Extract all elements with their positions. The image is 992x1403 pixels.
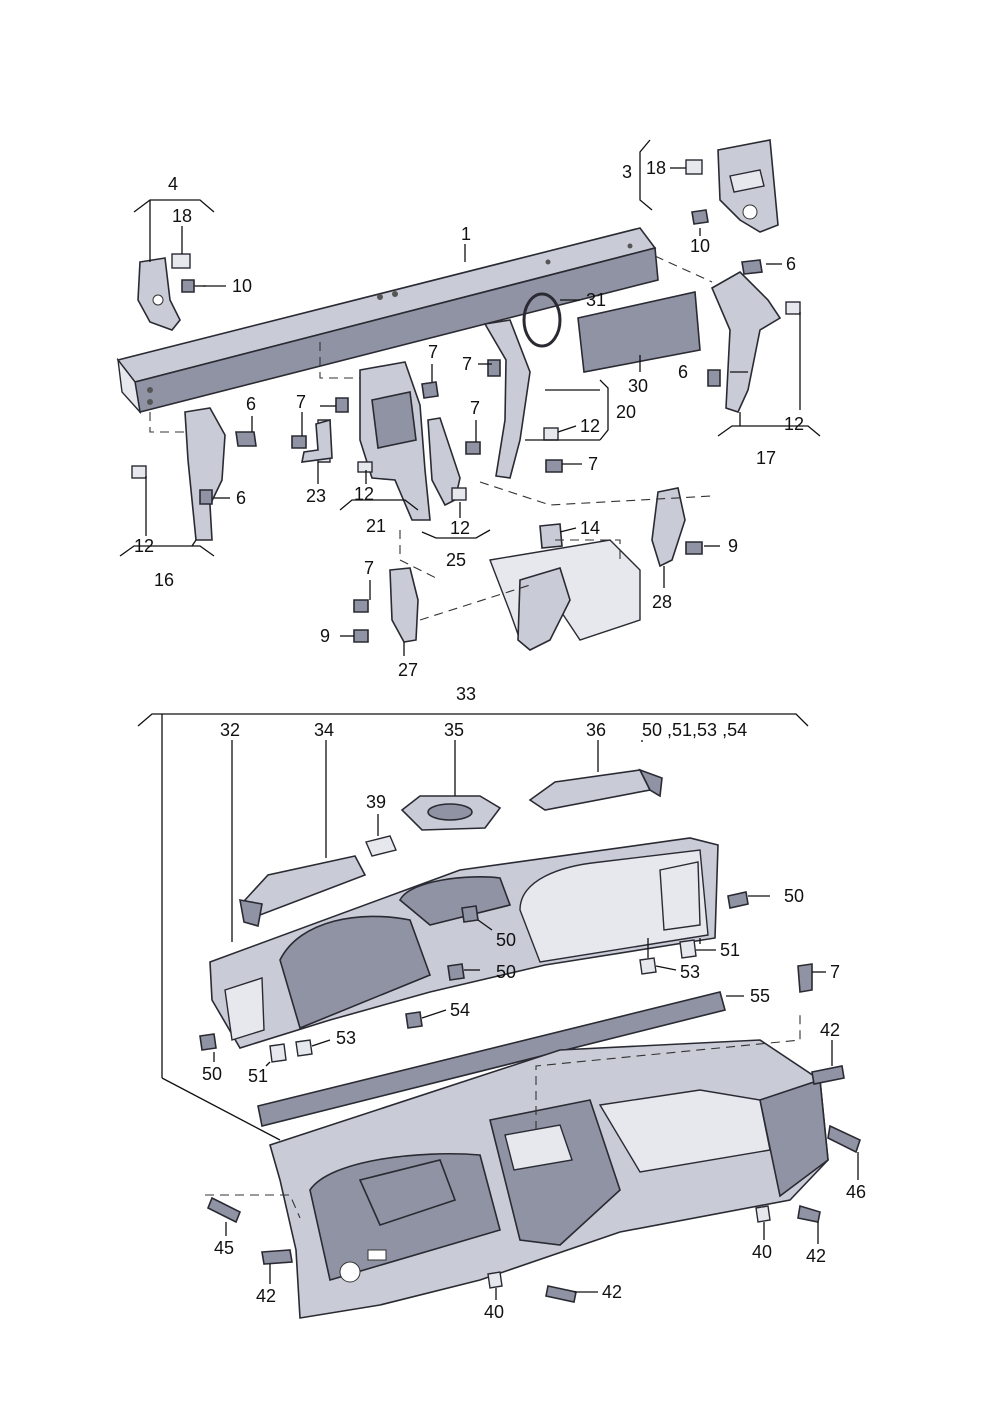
trim-strip-part	[257, 991, 726, 1127]
cross-member-part	[116, 227, 659, 415]
label-55: 55	[750, 986, 770, 1006]
label-4: 4	[168, 174, 178, 194]
label-18-left: 18	[172, 206, 192, 226]
label-42-d: 42	[602, 1282, 622, 1302]
label-6-left: 6	[246, 394, 256, 414]
label-32: 32	[220, 720, 240, 740]
label-51-a: 51	[720, 940, 740, 960]
bracket-25-part	[427, 417, 481, 507]
label-7-lower: 7	[830, 962, 840, 982]
label-50-c: 50	[496, 962, 516, 982]
label-12-b: 12	[784, 414, 804, 434]
label-50-b: 50	[496, 930, 516, 950]
label-7-d: 7	[470, 398, 480, 418]
dashboard-main-part	[269, 1039, 829, 1319]
label-42-a: 42	[820, 1020, 840, 1040]
label-12-d: 12	[354, 484, 374, 504]
label-39: 39	[366, 792, 386, 812]
label-3: 3	[622, 162, 632, 182]
clip-ring-part	[522, 292, 562, 348]
label-28: 28	[652, 592, 672, 612]
label-14: 14	[580, 518, 600, 538]
label-12-a: 12	[580, 416, 600, 436]
label-9-left: 9	[320, 626, 330, 646]
bracket-27-part	[353, 567, 419, 643]
label-10-left: 10	[232, 276, 252, 296]
panel-trim-part	[209, 837, 719, 1049]
label-53-a: 53	[680, 962, 700, 982]
label-23: 23	[306, 486, 326, 506]
label-51-b: 51	[248, 1066, 268, 1086]
label-17: 17	[756, 448, 776, 468]
bracket-16-part	[131, 407, 257, 541]
label-6-lower-left: 6	[236, 488, 246, 508]
label-50-d: 50	[202, 1064, 222, 1084]
label-33: 33	[456, 684, 476, 704]
label-18-right: 18	[646, 158, 666, 178]
label-7-e: 7	[588, 454, 598, 474]
air-vent-35-part	[400, 795, 502, 831]
label-30: 30	[628, 376, 648, 396]
fasteners-lower	[199, 891, 861, 1303]
label-53-b: 53	[336, 1028, 356, 1048]
label-25: 25	[446, 550, 466, 570]
label-46: 46	[846, 1182, 866, 1202]
bracket-left-part	[137, 253, 206, 331]
part-number-labels: 1 3 4 18 18 10 10 31 6 6 6 6 7 7 7 7 7 7…	[134, 158, 866, 1322]
label-42-b: 42	[806, 1246, 826, 1266]
label-31: 31	[586, 290, 606, 310]
label-21: 21	[366, 516, 386, 536]
label-7-a: 7	[428, 342, 438, 362]
label-7-f: 7	[364, 558, 374, 578]
panel-30-part	[577, 291, 701, 373]
label-34: 34	[314, 720, 334, 740]
label-50-a: 50	[784, 886, 804, 906]
label-42-c: 42	[256, 1286, 276, 1306]
label-40-b: 40	[484, 1302, 504, 1322]
label-36: 36	[586, 720, 606, 740]
label-54: 54	[450, 1000, 470, 1020]
label-27: 27	[398, 660, 418, 680]
label-7-c: 7	[296, 392, 306, 412]
label-9-right: 9	[728, 536, 738, 556]
label-50-51-53-54: 50 ,51,53 ,54	[642, 720, 747, 740]
label-6-top-right: 6	[786, 254, 796, 274]
label-40-a: 40	[752, 1242, 772, 1262]
label-10-right: 10	[690, 236, 710, 256]
clip-39-part	[365, 835, 397, 857]
label-12-e: 12	[450, 518, 470, 538]
bracket-17-part	[707, 259, 801, 413]
label-45: 45	[214, 1238, 234, 1258]
air-vent-36-part	[528, 768, 663, 811]
bracket-28-part	[651, 487, 703, 568]
label-20: 20	[616, 402, 636, 422]
label-1: 1	[461, 224, 471, 244]
label-6-right: 6	[678, 362, 688, 382]
support-structure-part	[489, 523, 641, 651]
label-35: 35	[444, 720, 464, 740]
label-12-c: 12	[134, 536, 154, 556]
label-16: 16	[154, 570, 174, 590]
bracket-right-part	[685, 139, 779, 233]
air-vent-34-part	[239, 855, 367, 928]
bracket-23-part	[300, 418, 333, 463]
label-7-b: 7	[462, 354, 472, 374]
